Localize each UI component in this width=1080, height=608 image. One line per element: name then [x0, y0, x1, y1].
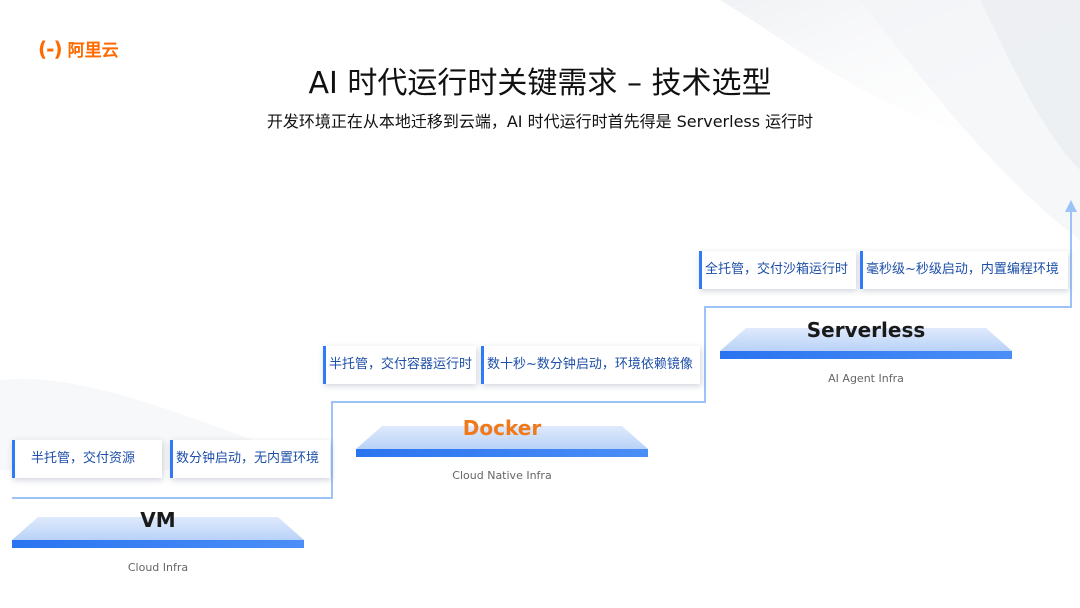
logo-text: 阿里云: [67, 41, 119, 61]
docker-label: Docker: [462, 416, 542, 440]
arrow-head-icon: [1065, 200, 1077, 212]
page-subtitle: 开发环境正在从本地迁移到云端，AI 时代运行时首先得是 Serverless 运…: [266, 112, 814, 131]
page-title: AI 时代运行时关键需求 – 技术选型: [308, 66, 772, 101]
serverless-subtitle: AI Agent Infra: [828, 372, 904, 385]
staircase-line: [12, 210, 1072, 499]
serverless-feature-1: 全托管，交付沙箱运行时: [699, 251, 856, 289]
serverless-label: Serverless: [806, 318, 926, 342]
platform-docker: [356, 426, 648, 457]
docker-subtitle: Cloud Native Infra: [452, 469, 552, 482]
vm-feature-2: 数分钟启动，无内置环境: [170, 440, 330, 478]
serverless-feature-2: 毫秒级~秒级启动，内置编程环境: [860, 251, 1068, 289]
platform-serverless: [720, 328, 1012, 359]
platform-vm: [12, 517, 304, 548]
docker-feature-2: 数十秒~数分钟启动，环境依赖镜像: [481, 346, 700, 384]
vm-feature-1: 半托管，交付资源: [12, 440, 162, 478]
aliyun-logo-icon: (-): [38, 36, 63, 61]
docker-feature-1: 半托管，交付容器运行时: [323, 346, 476, 384]
vm-label: VM: [140, 508, 176, 532]
vm-subtitle: Cloud Infra: [127, 561, 189, 574]
aliyun-logo: (-) 阿里云: [38, 36, 119, 62]
